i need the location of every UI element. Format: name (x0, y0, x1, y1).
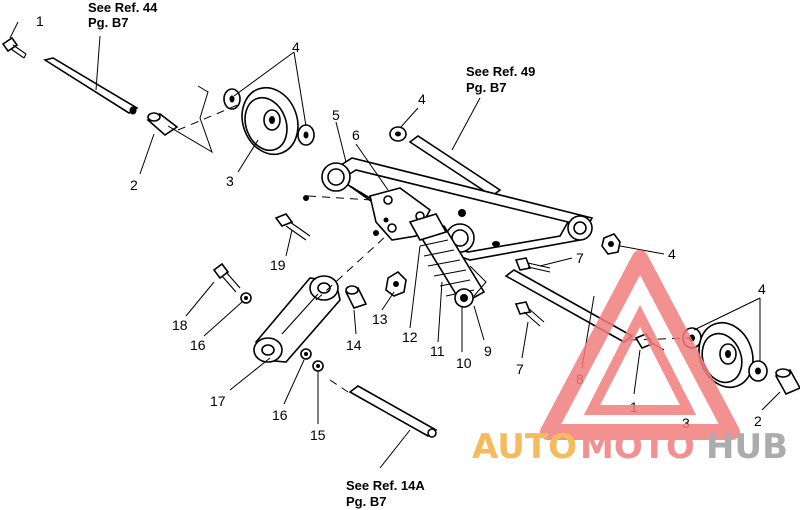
idler-wheel-left (241, 86, 299, 156)
shaft-top-left (42, 57, 139, 115)
idler-wheel-right (698, 321, 754, 389)
callout-10: 10 (456, 355, 472, 371)
callout-15: 15 (310, 427, 326, 443)
watermark-text-auto: AUTO (472, 427, 577, 467)
nut-13 (385, 270, 407, 297)
callout-9: 9 (484, 343, 492, 359)
bracket-left-pulley (167, 85, 213, 154)
callout-1-top: 1 (36, 13, 44, 29)
spacer-right (774, 368, 800, 396)
washer-16-lower (300, 348, 312, 360)
callout-12: 12 (402, 329, 418, 345)
callout-3-right: 3 (682, 415, 690, 431)
link-arm (253, 275, 341, 363)
callout-16-bottom: 16 (272, 407, 288, 423)
callout-4-left: 4 (292, 39, 300, 55)
shaft-lower (348, 385, 438, 438)
washer-16-upper (240, 292, 252, 304)
callout-4-right: 4 (758, 281, 766, 297)
bolt-7-upper (514, 257, 551, 273)
washer-upper-shaft (389, 126, 407, 142)
callout-11: 11 (430, 343, 445, 359)
ref49-line1: See Ref. 49 (466, 64, 535, 79)
leader-lines (9, 21, 781, 469)
callout-17: 17 (210, 393, 226, 409)
nut-4-right-mid (601, 233, 621, 255)
bolt-18 (212, 262, 241, 293)
shaft-upper (408, 135, 502, 197)
nut-small (303, 195, 309, 201)
callout-7-upper: 7 (576, 250, 584, 266)
washer-left-b (297, 124, 315, 146)
callout-14: 14 (346, 337, 362, 353)
callout-4-right-mid: 4 (668, 246, 676, 262)
callout-13: 13 (372, 311, 388, 327)
callout-19: 19 (270, 257, 286, 273)
callout-5: 5 (332, 107, 340, 123)
watermark-logo: AUTO MOTO HUB (472, 250, 788, 467)
callout-3-left: 3 (226, 173, 234, 189)
callout-18: 18 (172, 317, 188, 333)
ref44-line1: See Ref. 44 (88, 0, 158, 15)
bolt-top-left (1, 36, 27, 59)
washer-15 (312, 360, 324, 372)
bolt-7-lower (514, 301, 545, 327)
alignment-lines (177, 103, 691, 393)
washer-left-a (223, 88, 241, 110)
ref14a-line1: See Ref. 14A (346, 478, 425, 493)
watermark-triangle-outer (540, 250, 740, 440)
bolt-19 (274, 213, 311, 241)
bushing-14 (344, 285, 368, 309)
shock-absorber (408, 213, 487, 308)
callout-2-left: 2 (130, 177, 138, 193)
spacer-left (146, 112, 179, 137)
ref49-line2: Pg. B7 (466, 80, 506, 95)
watermark-text-moto: MOTO (580, 427, 695, 467)
callout-2-right: 2 (754, 413, 762, 429)
callout-4-mid: 4 (418, 91, 426, 107)
callout-6: 6 (352, 127, 360, 143)
callout-16-left: 16 (190, 337, 206, 353)
ref44-line2: Pg. B7 (88, 15, 128, 30)
ref14a-line2: Pg. B7 (346, 494, 386, 509)
washer-right-b (748, 360, 768, 382)
watermark-triangle-inner (583, 305, 697, 415)
callout-7-lower: 7 (516, 361, 524, 377)
watermark-text-hub: HUB (706, 427, 788, 467)
